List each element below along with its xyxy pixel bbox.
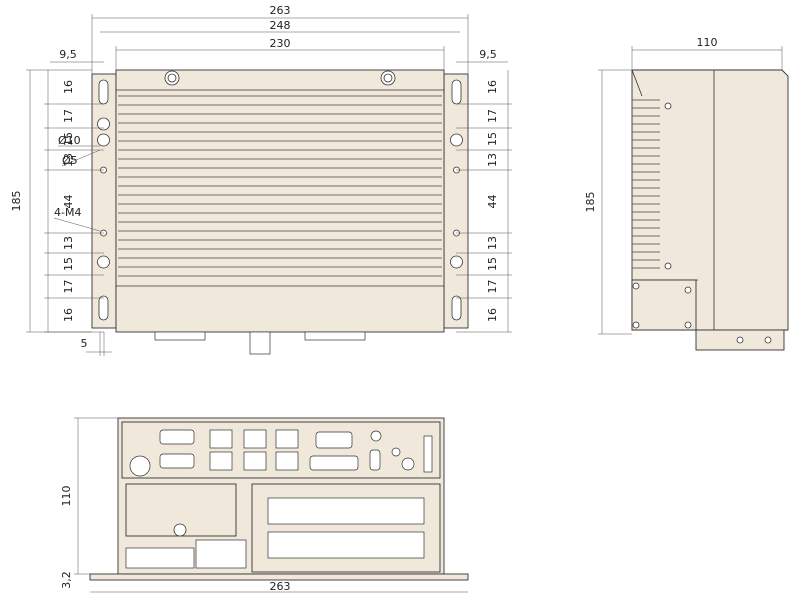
expansion-bay [251,483,441,573]
expansion-slot-1 [267,497,425,525]
segment-dim-label: 15 [486,257,499,271]
main-body [115,69,445,333]
dim-height-overall: 185 [10,191,23,212]
segment-dim-label: 16 [486,308,499,322]
left-segment-dims: 16 17 15 13 44 13 15 17 16 [44,80,104,333]
slot-right-bottom [451,295,462,321]
label-hole-small: Ø5 [62,154,78,167]
connector-strip-left [154,331,206,341]
slot-left-bottom [98,295,109,321]
right-flange [443,73,469,329]
lan-port-2 [243,429,267,449]
keyhole-left-bottom [97,255,110,269]
terminal-block [423,435,433,473]
segment-dim-label: 13 [486,153,499,167]
front-dim-height: 110 [60,486,73,507]
segment-dim-label: 16 [62,80,75,94]
vent-panel-left [125,547,195,569]
dim-width-overall: 263 [270,4,291,17]
segment-dim-label: 17 [62,109,75,123]
dim-width-body: 230 [270,37,291,50]
top-view: 263 248 230 9,5 9,5 185 16 17 15 13 44 13 15 17… [10,4,512,356]
lan-port-1 [209,429,233,449]
usb-port-3 [275,451,299,471]
segment-dim-label: 44 [486,195,499,209]
segment-dim-label: 16 [62,308,75,322]
segment-dim-label: 13 [62,236,75,250]
expansion-slot-2 [267,531,425,559]
front-dim-base: 3,2 [60,571,73,589]
segment-dim-label: 15 [62,257,75,271]
heatsink-fins [118,95,442,277]
side-view: 110 185 [584,36,789,351]
keyhole-right-top [450,133,463,147]
dim-bottom-offset: 5 [81,337,88,350]
dim-margin-right: 9,5 [479,48,497,61]
segment-dim-label: 13 [62,153,75,167]
label-screw: 4-M4 [54,206,81,219]
segment-dim-label: 13 [486,236,499,250]
serial-port-2 [159,453,195,469]
slot-left-top [98,79,109,105]
vga-port [315,431,353,449]
connector-strip-right [304,331,366,341]
label-hole-large: Ø10 [58,134,81,147]
serial-port-1 [159,429,195,445]
side-dim-depth: 110 [697,36,718,49]
usb-port-2 [243,451,267,471]
slot-right-top [451,79,462,105]
dim-margin-left: 9,5 [59,48,77,61]
power-led [391,447,401,457]
side-fins [632,99,660,269]
segment-dim-label: 17 [486,109,499,123]
right-segment-dims: 16 17 15 13 44 13 15 17 16 [456,80,512,333]
segment-dim-label: 44 [62,195,75,209]
segment-dim-label: 15 [62,132,75,146]
vent-panel-right [195,539,247,569]
side-dim-height: 185 [584,192,597,213]
hdmi-port [369,449,381,471]
power-connector [129,455,151,477]
connector-antenna [249,331,271,355]
segment-dim-label: 17 [486,280,499,294]
segment-dim-label: 16 [486,80,499,94]
usb-port-1 [209,451,233,471]
left-flange [91,73,117,329]
audio-jack [370,430,382,442]
front-base [89,573,469,581]
lan-port-3 [275,429,299,449]
front-dim-width: 263 [270,580,291,593]
front-view: 110 3,2 263 [60,417,469,593]
segment-dim-label: 17 [62,280,75,294]
dvi-port [309,455,359,471]
keyhole-right-bottom [450,255,463,269]
segment-dim-label: 15 [486,132,499,146]
power-button [401,457,415,471]
dim-width-flange: 248 [270,19,291,32]
